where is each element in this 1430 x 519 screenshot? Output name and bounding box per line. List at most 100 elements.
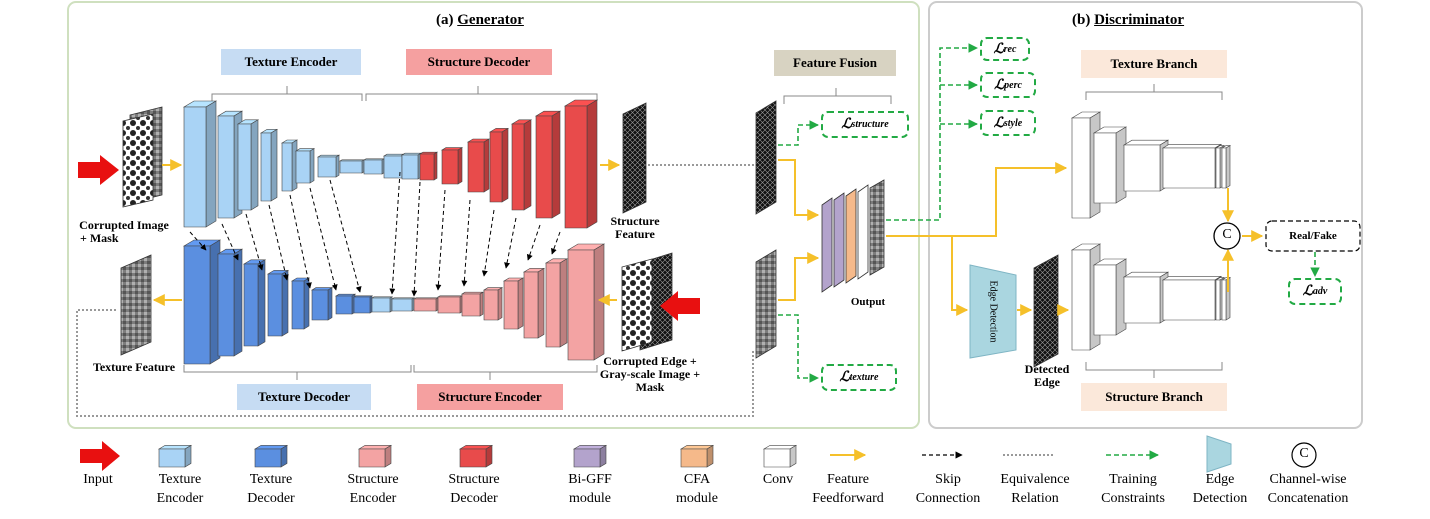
legend-eq-line-2: Relation bbox=[1011, 491, 1059, 506]
structure-branch-layer bbox=[1092, 258, 1128, 336]
legend-input-icon bbox=[80, 441, 120, 471]
legend-bigff-line-1: Bi-GFF bbox=[568, 472, 612, 487]
legend-tr-line-2: Constraints bbox=[1101, 491, 1165, 506]
structure-branch-tag: Structure Branch bbox=[1105, 389, 1203, 404]
structure-decoder-layer bbox=[466, 138, 491, 193]
loss-style-sub: style bbox=[1003, 117, 1023, 129]
texture-decoder-layers bbox=[182, 239, 374, 365]
concat-symbol: C bbox=[1222, 227, 1232, 242]
skip-connection-arrow bbox=[411, 181, 421, 297]
structure-decoder-layer bbox=[362, 158, 386, 175]
structure-encoder-layer bbox=[522, 267, 546, 339]
legend-bigff-line-2: module bbox=[569, 491, 611, 506]
legend-concat-icon bbox=[1291, 442, 1317, 468]
legend-edge-detection-icon bbox=[1206, 435, 1232, 473]
texture-encoder-layer bbox=[182, 100, 218, 228]
edge-detection-block bbox=[969, 264, 1017, 359]
structure-decoder-bracket bbox=[365, 86, 598, 101]
detected-edge-line-2: Edge bbox=[1033, 375, 1060, 389]
loss-style-symbol: ℒ bbox=[993, 115, 1004, 131]
texture-feature-thumbnail bbox=[120, 254, 152, 356]
structure-encoder-layer bbox=[502, 277, 525, 330]
texture-decoder-layer bbox=[290, 277, 311, 330]
corrupted-edge-line-2: Gray-scale Image + bbox=[599, 367, 701, 381]
structure-encoder-layers bbox=[370, 243, 606, 361]
input-arrow-edge bbox=[660, 291, 700, 321]
legend-texture-decoder-icon bbox=[253, 444, 289, 468]
loss-perc-symbol: ℒ bbox=[994, 77, 1005, 93]
texture-encoder-bracket bbox=[211, 86, 363, 101]
legend-ed-line-1: Edge bbox=[1205, 472, 1235, 487]
structure-decoder-layers bbox=[362, 99, 599, 229]
edge-detection-label: Edge Detection bbox=[987, 280, 999, 343]
corrupted-image-line-1: Corrupted Image bbox=[79, 218, 169, 232]
texture-decoder-layer bbox=[242, 259, 267, 347]
texture-branch-layer bbox=[1092, 126, 1128, 204]
structure-decoder-layer bbox=[510, 119, 533, 211]
texture-decoder-layer bbox=[182, 239, 222, 365]
legend-texture-encoder-icon bbox=[157, 444, 193, 468]
equivalence-lines bbox=[76, 164, 754, 417]
discriminator-layers bbox=[1070, 111, 1232, 351]
detected-edge-line-1: Detected bbox=[1024, 362, 1070, 376]
legend-skip-line-1: Skip bbox=[935, 472, 961, 487]
loss-adv-sub: adv bbox=[1312, 286, 1328, 297]
structure-encoder-label-box bbox=[417, 384, 563, 410]
structure-decoder-layer bbox=[400, 152, 423, 180]
legend-conv-icon bbox=[762, 444, 798, 468]
discriminator-title-text: Discriminator bbox=[1094, 12, 1185, 28]
legend-te-line-1: Texture bbox=[158, 472, 202, 487]
texture-branch-bracket bbox=[1085, 84, 1223, 100]
structure-decoder-label-box bbox=[406, 49, 552, 75]
texture-encoder-layer bbox=[316, 154, 341, 178]
loss-perc-sub: perc bbox=[1004, 79, 1022, 91]
corrupted-image-thumbnail bbox=[122, 106, 163, 208]
loss-structure-sub: structure bbox=[851, 119, 889, 130]
structure-branch-layer bbox=[1161, 275, 1223, 321]
skip-connection-arrow bbox=[504, 217, 517, 269]
loss-structure-symbol: ℒ bbox=[841, 117, 852, 132]
legend-ff-line-1: Feature bbox=[827, 472, 869, 487]
fusion-stack bbox=[821, 179, 885, 293]
legend-cc-line-2: Concatenation bbox=[1267, 491, 1349, 506]
generator-title: (a) Generator bbox=[436, 12, 524, 29]
output-label: Output bbox=[850, 296, 886, 308]
structure-decoder-layer bbox=[418, 151, 439, 181]
structure-decoder-layer bbox=[488, 127, 510, 203]
skip-connection-arrow bbox=[481, 209, 495, 277]
loss-adv-symbol: ℒ bbox=[1302, 284, 1313, 299]
structure-encoder-tag: Structure Encoder bbox=[438, 389, 542, 404]
legend-se-line-1: Structure bbox=[347, 472, 399, 487]
discriminator-panel bbox=[928, 1, 1363, 429]
texture-decoder-layer bbox=[334, 293, 357, 315]
real-fake-box bbox=[1265, 220, 1361, 252]
structure-encoder-layer bbox=[544, 258, 569, 348]
texture-decoder-label-box bbox=[237, 384, 371, 410]
legend-ed-line-2: Detection bbox=[1192, 491, 1248, 506]
corrupted-image-label: Corrupted Image + Mask bbox=[74, 219, 174, 245]
legend-tr-line-1: Training bbox=[1109, 472, 1157, 487]
legend-cc-line-1: Channel-wise bbox=[1269, 472, 1347, 487]
loss-texture-symbol: ℒ bbox=[839, 370, 850, 385]
fusion-structure-input bbox=[755, 100, 777, 215]
structure-decoder-layer bbox=[534, 110, 562, 219]
skip-connection-arrow bbox=[268, 204, 289, 281]
training-constraint-arrows bbox=[778, 43, 1320, 383]
skip-connection-arrow bbox=[289, 194, 312, 289]
texture-branch-layer bbox=[1220, 145, 1232, 189]
texture-encoder-layer bbox=[236, 119, 260, 211]
legend-eq-line-1: Equivalence bbox=[1000, 472, 1070, 487]
legend-icons bbox=[80, 435, 1317, 473]
texture-branch-layer bbox=[1122, 139, 1170, 192]
structure-encoder-bracket bbox=[413, 365, 598, 380]
feature-fusion-tag: Feature Fusion bbox=[793, 55, 877, 70]
concatenation-node bbox=[1213, 222, 1241, 250]
legend-se-line-2: Encoder bbox=[349, 491, 397, 506]
